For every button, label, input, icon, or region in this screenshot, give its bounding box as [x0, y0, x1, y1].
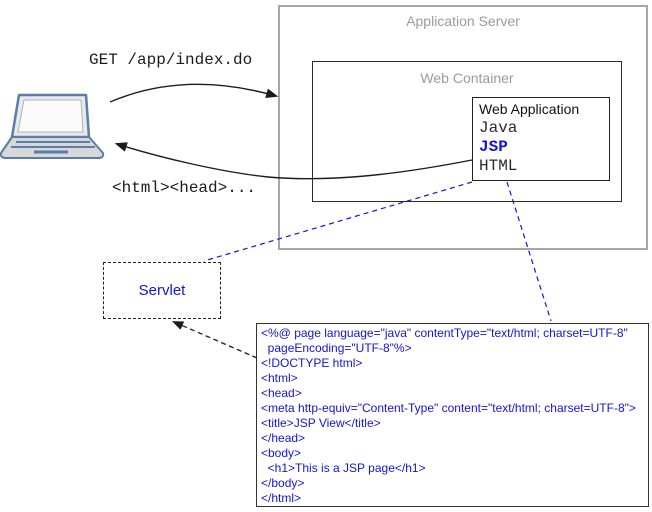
code-line: <head> [261, 386, 302, 400]
code-line: pageEncoding="UTF-8"%> [261, 341, 412, 355]
code-line: <body> [261, 446, 302, 460]
web-app-item-html: HTML [479, 157, 518, 175]
servlet-box: Servlet [103, 262, 221, 319]
request-message-label: GET /app/index.do [89, 51, 253, 69]
code-line: <meta http-equiv="Content-Type" content=… [261, 401, 636, 415]
code-to-servlet-arrow [171, 321, 258, 359]
laptop-screen [17, 99, 84, 133]
code-line: <h1>This is a JSP page</h1> [261, 461, 426, 475]
code-line: <html> [261, 371, 298, 385]
web-container-title: Web Container [420, 70, 514, 86]
web-application-box: Web Application Java JSP HTML [472, 97, 610, 181]
code-line: <!DOCTYPE html> [261, 356, 363, 370]
request-arrow [109, 83, 279, 103]
response-message-label: <html><head>... [112, 179, 257, 197]
web-application-title: Web Application [479, 101, 580, 117]
code-line: <title>JSP View</title> [261, 416, 381, 430]
jsp-source-code-box: <%@ page language="java" contentType="te… [256, 323, 649, 507]
web-app-item-jsp: JSP [479, 138, 508, 156]
code-line: </body> [261, 476, 305, 490]
servlet-label: Servlet [138, 282, 186, 299]
laptop-icon [0, 93, 105, 159]
web-app-item-java: Java [479, 119, 518, 137]
code-line: </html> [261, 491, 302, 505]
application-server-title: Application Server [406, 13, 520, 29]
code-line: </head> [261, 431, 306, 445]
code-line: <%@ page language="java" contentType="te… [261, 326, 628, 340]
laptop-bezel [10, 93, 91, 139]
laptop-base [0, 136, 105, 159]
